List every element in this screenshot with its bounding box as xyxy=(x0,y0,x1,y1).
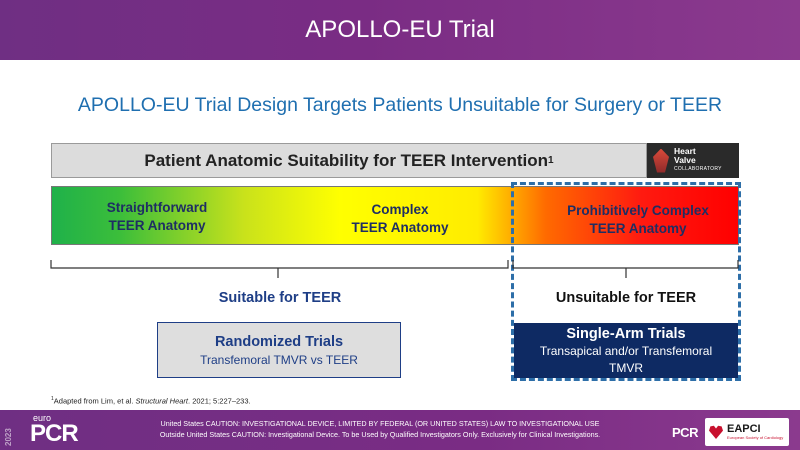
anatomy-prohibitively-complex: Prohibitively Complex TEER Anatomy xyxy=(548,202,728,238)
eapci-logo-text: EAPCI European Society of Cardiology xyxy=(727,423,784,441)
title-banner: APOLLO-EU Trial xyxy=(0,0,800,60)
hvc-logo-text: Heart Valve COLLABORATORY xyxy=(674,147,722,174)
unsuitable-bracket xyxy=(512,260,739,278)
hvc-line3: COLLABORATORY xyxy=(674,166,722,172)
suitability-footnote-marker: 1 xyxy=(548,155,554,166)
single-arm-trials-line2: TMVR xyxy=(609,360,643,375)
single-arm-trials-title: Single-Arm Trials xyxy=(566,325,686,342)
suitable-bracket xyxy=(50,260,509,278)
europcr-euro-text: euro xyxy=(33,413,52,423)
anatomy-gradient-bar xyxy=(51,186,739,245)
footer-year: 2023 xyxy=(4,428,13,446)
randomized-trials-box: Randomized Trials Transfemoral TMVR vs T… xyxy=(157,322,401,378)
anatomy-label-line: Complex xyxy=(371,202,429,217)
randomized-trials-title: Randomized Trials xyxy=(214,333,344,350)
footnote-citation: . 2021; 5:227–233. xyxy=(188,396,251,406)
anatomy-complex: Complex TEER Anatomy xyxy=(330,201,470,237)
single-arm-trials-line1: Transapical and/or Transfemoral xyxy=(539,343,713,358)
heart-valve-collaboratory-logo: Heart Valve COLLABORATORY xyxy=(647,143,739,178)
caution-line-us: United States CAUTION: INVESTIGATIONAL D… xyxy=(160,419,600,428)
suitability-header-box: Patient Anatomic Suitability for TEER In… xyxy=(51,143,647,178)
hvc-line1: Heart xyxy=(674,146,696,156)
unsuitable-for-teer-label: Unsuitable for TEER xyxy=(555,290,697,306)
footer-bar xyxy=(0,410,800,450)
anatomy-label-line: Straightforward xyxy=(106,200,208,215)
hvc-line2: Valve xyxy=(674,155,696,165)
suitability-label: Patient Anatomic Suitability for TEER In… xyxy=(144,150,549,170)
slide-subtitle: APOLLO-EU Trial Design Targets Patients … xyxy=(77,94,723,116)
suitable-for-teer-label: Suitable for TEER xyxy=(218,290,342,306)
anatomy-label-line: TEER Anatomy xyxy=(351,220,449,235)
footnote-marker: 1 xyxy=(51,396,54,402)
footnote: 1Adapted from Lim, et al. Structural Hea… xyxy=(51,396,251,406)
eapci-label: EAPCI xyxy=(727,423,761,435)
caution-line-outside-us: Outside United States CAUTION: Investiga… xyxy=(159,430,601,439)
single-arm-trials-box: Single-Arm Trials Transapical and/or Tra… xyxy=(514,323,738,378)
eapci-sublabel: European Society of Cardiology xyxy=(727,435,784,440)
footnote-journal: Structural Heart xyxy=(135,396,189,406)
anatomy-label-line: Prohibitively Complex xyxy=(567,203,709,218)
grouping-brackets xyxy=(50,260,739,278)
footnote-text: Adapted from Lim, et al. xyxy=(53,396,136,406)
pcr-logo: PCR xyxy=(672,424,698,440)
page-title: APOLLO-EU Trial xyxy=(305,16,495,43)
unsuitable-dashed-outline xyxy=(511,182,741,381)
europcr-logo: PCR xyxy=(30,420,79,447)
randomized-trials-subtitle: Transfemoral TMVR vs TEER xyxy=(200,352,358,367)
anatomy-label-line: TEER Anatomy xyxy=(108,218,206,233)
eapci-logo: EAPCI European Society of Cardiology xyxy=(705,418,789,446)
anatomy-label-line: TEER Anatomy xyxy=(589,221,687,236)
heart-icon xyxy=(653,148,669,173)
anatomy-straightforward: Straightforward TEER Anatomy xyxy=(82,199,232,235)
heart-icon xyxy=(709,425,723,439)
investigational-caution-text: United States CAUTION: INVESTIGATIONAL D… xyxy=(110,418,650,440)
